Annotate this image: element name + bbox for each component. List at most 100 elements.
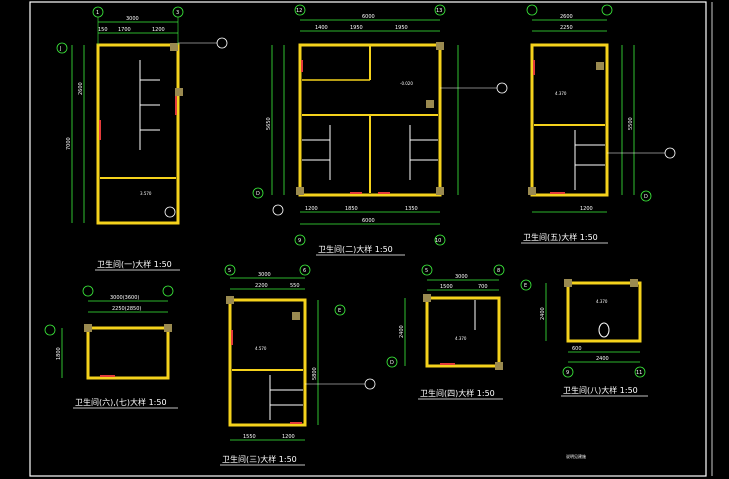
axis-bubble-icon	[640, 190, 652, 202]
axis-bubble-icon	[434, 4, 446, 16]
axis-bubble-icon	[172, 6, 184, 18]
plan-1-note: 3.570	[140, 191, 152, 196]
plan-2-column	[426, 100, 434, 108]
plan-2-dim-text: 1950	[395, 25, 408, 31]
axis-label: 9	[566, 370, 569, 376]
plan-6-7: 3000(3600) 2250(2850) 1800 卫生间(六),(七)大样 …	[44, 285, 178, 409]
axis-label: 1	[96, 10, 99, 16]
plan-2-dim-text: 1400	[315, 25, 328, 31]
plan-4-dim-text: 3000	[455, 274, 468, 280]
plan-3-dim-text: 2200	[255, 283, 268, 289]
plan-8: 600 2400 2400 4.370 E 9 11 卫生间(八)大样 1:50	[520, 279, 648, 397]
axis-label: E	[524, 283, 527, 289]
plan-1-dim-text: 1200	[152, 27, 165, 33]
detail-callout-icon	[364, 378, 376, 390]
plan-6-dim-text: 1800	[56, 347, 62, 360]
detail-callout-icon	[164, 206, 176, 218]
plan-2-dim-text: 1850	[345, 206, 358, 212]
axis-label: 5	[425, 268, 428, 274]
plan-3-dim-text: 1550	[243, 434, 256, 440]
plan-1-dim-text: 150	[98, 27, 108, 33]
plan-title: 卫生间(二)大样 1:50	[318, 244, 393, 254]
axis-bubble-icon	[421, 264, 433, 276]
plan-5-note: 4.370	[555, 91, 567, 96]
plan-1: 3000 150 1700 1200 7000 2600 3.570 1 3 J…	[56, 6, 228, 271]
axis-bubble-icon	[92, 6, 104, 18]
axis-label: D	[644, 194, 648, 200]
plan-2-dim-text: 1950	[350, 25, 363, 31]
plan-title: 卫生间(八)大样 1:50	[563, 385, 638, 395]
general-note: 说明见建施	[566, 453, 586, 459]
plan-8-dim-text: 2400	[596, 356, 609, 362]
axis-label: D	[390, 360, 394, 366]
plan-3-wall	[228, 298, 307, 427]
plan-2-dim-text: 1200	[305, 206, 318, 212]
axis-bubble-icon	[386, 356, 398, 368]
plan-2: 6000 1400 1950 1950 5650 1200 1850 1350 …	[252, 4, 508, 256]
plan-4-column	[423, 294, 431, 302]
plan-5-dim-text: 2250	[560, 25, 573, 31]
plan-8-note: 4.370	[596, 299, 608, 304]
axis-bubble-icon	[334, 304, 346, 316]
plan-5: 2600 2250 5500 1200 4.370 D 卫生间(五)大样 1:5…	[521, 4, 676, 244]
axis-bubble-icon	[562, 366, 574, 378]
toilet-icon	[598, 322, 610, 338]
plan-4-column	[495, 362, 503, 370]
plan-8-wall	[566, 281, 642, 343]
axis-bubble-icon	[526, 4, 538, 16]
plan-5-dim-text: 2600	[560, 14, 573, 20]
plan-3-dim-text: 3000	[258, 272, 271, 278]
plan-title: 卫生间(一)大样 1:50	[97, 259, 172, 269]
plan-2-column	[436, 42, 444, 50]
plan-4: 3000 1500 700 2400 4.370 5 8 D 卫生间(四)大样 …	[386, 264, 505, 400]
axis-bubble-icon	[493, 264, 505, 276]
plan-title: 卫生间(三)大样 1:50	[222, 454, 297, 464]
axis-label: J	[59, 46, 61, 52]
plan-1-dim-text: 7000	[66, 137, 72, 150]
axis-bubble-icon	[434, 234, 446, 246]
detail-callout-icon	[272, 204, 284, 216]
plan-3-note: 4.570	[255, 346, 267, 351]
plan-1-wall	[96, 43, 180, 225]
axis-bubble-icon	[252, 187, 264, 199]
detail-callout-icon	[664, 147, 676, 159]
plan-6-column	[84, 324, 92, 332]
plan-1-dim-text: 3000	[126, 16, 139, 22]
plan-8-column	[564, 279, 572, 287]
plan-title: 卫生间(六),(七)大样 1:50	[75, 397, 167, 407]
plan-1-column	[175, 88, 183, 96]
axis-bubble-icon	[634, 366, 646, 378]
plan-3-dim-text: 5800	[312, 367, 318, 380]
plan-5-column	[596, 62, 604, 70]
axis-bubble-icon	[44, 324, 56, 336]
axis-bubble-icon	[294, 234, 306, 246]
plan-3-dim-text: 550	[290, 283, 300, 289]
plan-1-column	[170, 43, 178, 51]
plan-8-dim-text: 2400	[540, 307, 546, 320]
plan-5-dim-text: 5500	[628, 117, 634, 130]
plan-3-column	[292, 312, 300, 320]
plan-4-dim-text: 700	[478, 284, 488, 290]
axis-label: 13	[436, 8, 442, 14]
plan-6-column	[164, 324, 172, 332]
plan-3-dim-text: 1200	[282, 434, 295, 440]
axis-label: 5	[228, 268, 231, 274]
plan-1-dim-text: 1700	[118, 27, 131, 33]
plan-8-dim-text: 600	[572, 346, 582, 352]
plan-2-dim-text: 6000	[362, 218, 375, 224]
axis-label: 12	[296, 8, 302, 14]
axis-bubble-icon	[299, 264, 311, 276]
plan-3-column	[226, 296, 234, 304]
drawing-frame	[29, 1, 707, 477]
plan-4-note: 4.370	[455, 336, 467, 341]
axis-label: D	[256, 191, 260, 197]
axis-label: 8	[497, 268, 500, 274]
plan-title: 卫生间(四)大样 1:50	[420, 388, 495, 398]
axis-label: 6	[303, 268, 306, 274]
detail-callout-icon	[496, 82, 508, 94]
plan-6-wall	[86, 326, 170, 380]
plan-2-dim-text: 6000	[362, 14, 375, 20]
axis-label: E	[338, 308, 341, 314]
axis-bubble-icon	[294, 4, 306, 16]
